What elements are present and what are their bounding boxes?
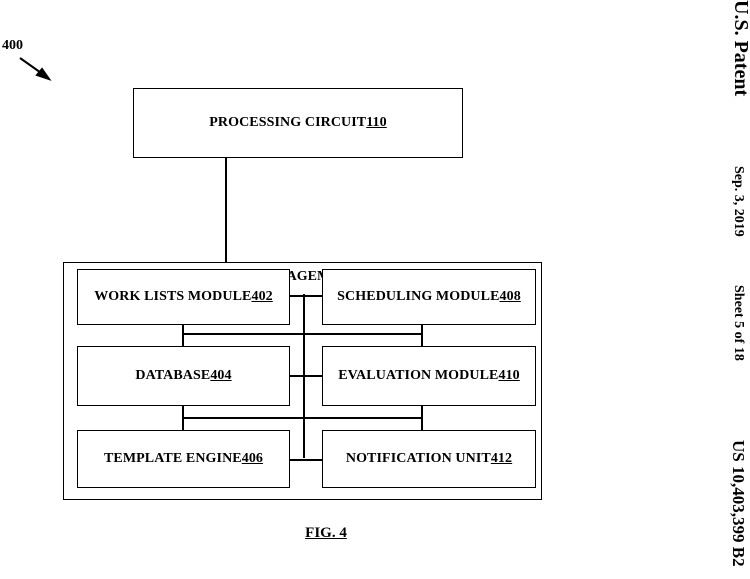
reference-arrow	[19, 57, 52, 81]
template-engine-number: 406	[241, 451, 264, 466]
header-office: U.S. Patent	[730, 0, 750, 97]
template-engine-label: TEMPLATE ENGINE	[103, 451, 242, 466]
notification-unit-number: 412	[490, 451, 513, 466]
evaluation-module-number: 410	[498, 368, 520, 383]
header-date: Sep. 3, 2019	[731, 166, 746, 237]
template-engine-box: TEMPLATE ENGINE 406	[77, 430, 290, 488]
database-number: 404	[210, 368, 232, 383]
work-lists-module-number: 402	[251, 289, 273, 304]
work-lists-module-box: WORK LISTS MODULE 402	[77, 269, 290, 325]
scheduling-module-box: SCHEDULING MODULE 408	[322, 269, 536, 325]
database-box: DATABASE 404	[77, 346, 290, 406]
header-patent-number: US 10,403,399 B2	[729, 440, 748, 567]
processing-circuit-box: PROCESSING CIRCUIT 110	[133, 88, 463, 158]
notification-unit-box: NOTIFICATION UNIT 412	[322, 430, 536, 488]
evaluation-module-box: EVALUATION MODULE 410	[322, 346, 536, 406]
processing-circuit-number: 110	[366, 115, 387, 130]
work-lists-module-label: WORK LISTS MODULE	[94, 289, 252, 304]
evaluation-module-label: EVALUATION MODULE	[338, 368, 499, 383]
figure-reference-number: 400	[2, 38, 23, 53]
notification-unit-label: NOTIFICATION UNIT	[345, 451, 491, 466]
header-sheet: Sheet 5 of 18	[731, 285, 746, 361]
processing-circuit-label: PROCESSING CIRCUIT	[209, 115, 367, 130]
scheduling-module-label: SCHEDULING MODULE	[337, 289, 500, 304]
scheduling-module-number: 408	[499, 289, 521, 304]
database-label: DATABASE	[135, 368, 211, 383]
figure-caption: FIG. 4	[305, 525, 347, 541]
